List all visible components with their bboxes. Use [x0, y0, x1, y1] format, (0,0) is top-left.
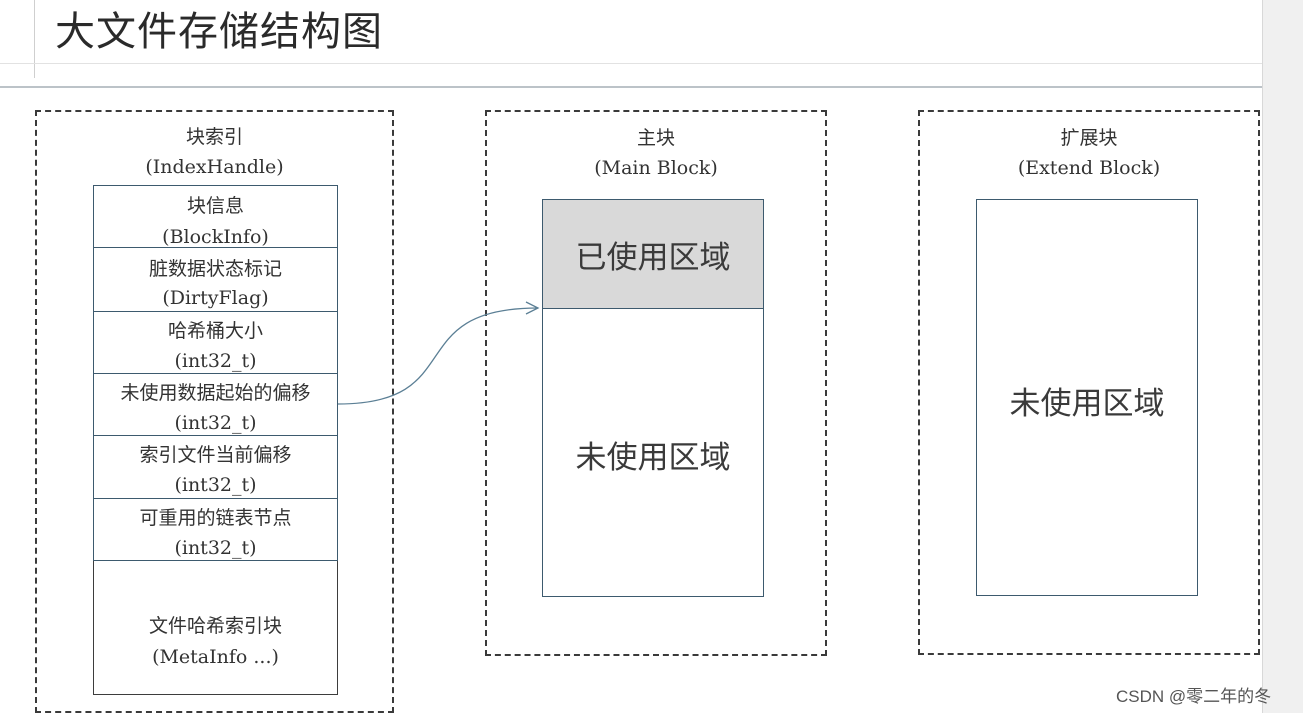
field-type: (int32_t) [174, 412, 257, 434]
title-bar: 大文件存储结构图 [0, 0, 1262, 88]
index-block-container [35, 110, 394, 713]
field-index-file-offset: 索引文件当前偏移 (int32_t) [93, 436, 338, 499]
main-block-container [485, 110, 827, 656]
index-block-title: 块索引 [185, 126, 243, 148]
field-name: 未使用数据起始的偏移 [120, 382, 311, 404]
field-name: 可重用的链表节点 [139, 507, 292, 529]
main-block-title: 主块 [636, 127, 675, 149]
title-divider [34, 0, 35, 78]
field-block-info: 块信息 (BlockInfo) [93, 185, 338, 248]
field-type: (MetaInfo ...) [152, 646, 279, 668]
field-type: (DirtyFlag) [162, 287, 269, 309]
field-name: 脏数据状态标记 [148, 258, 282, 280]
main-block-subtitle: (Main Block) [594, 157, 718, 179]
field-type: (BlockInfo) [162, 226, 269, 248]
scrollbar[interactable] [1262, 0, 1303, 713]
field-dirty-flag: 脏数据状态标记 (DirtyFlag) [93, 248, 338, 312]
extend-block-subtitle: (Extend Block) [1017, 157, 1161, 179]
title-separator [0, 86, 1262, 88]
title-underline [0, 63, 1262, 64]
field-name: 块信息 [186, 195, 244, 217]
field-reusable-list-node: 可重用的链表节点 (int32_t) [93, 499, 338, 561]
field-name: 文件哈希索引块 [148, 615, 282, 637]
field-type: (int32_t) [174, 537, 257, 559]
extend-block-body: 未使用区域 [976, 199, 1198, 596]
field-name: 索引文件当前偏移 [139, 444, 292, 466]
used-region-label: 已使用区域 [575, 240, 731, 276]
field-name: 哈希桶大小 [167, 320, 263, 342]
unused-region-label: 未使用区域 [575, 440, 731, 476]
used-region: 已使用区域 [543, 200, 763, 309]
field-unused-data-offset: 未使用数据起始的偏移 (int32_t) [93, 374, 338, 436]
field-file-hash-index: 文件哈希索引块 (MetaInfo ...) [93, 561, 338, 695]
extend-block-container [918, 110, 1260, 655]
watermark: CSDN @零二年的冬 [1116, 687, 1272, 706]
extend-unused-region-label: 未使用区域 [1009, 386, 1165, 422]
page-title: 大文件存储结构图 [55, 9, 383, 55]
main-block-body: 已使用区域 未使用区域 [542, 199, 764, 597]
index-block-subtitle: (IndexHandle) [145, 156, 284, 178]
field-type: (int32_t) [174, 350, 257, 372]
field-hash-bucket-size: 哈希桶大小 (int32_t) [93, 312, 338, 374]
extend-block-title: 扩展块 [1060, 127, 1118, 149]
field-type: (int32_t) [174, 474, 257, 496]
